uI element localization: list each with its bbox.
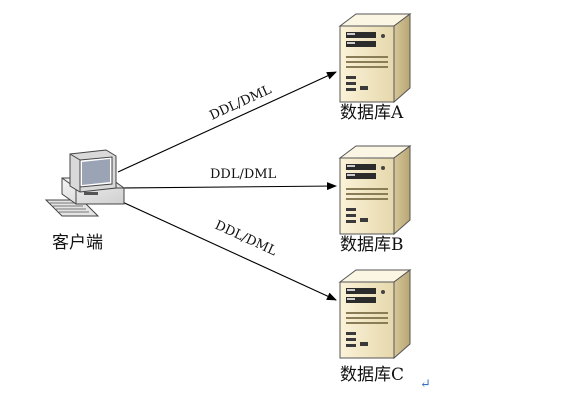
database-label-c: 数据库C [340, 365, 404, 385]
database-server-icon-a [339, 13, 411, 103]
edge-label-c: DDL/DML [212, 218, 279, 259]
edge-line-b [117, 182, 337, 191]
edge-label-a: DDL/DML [207, 82, 274, 123]
database-label-a: 数据库A [340, 103, 404, 123]
database-server-icon-b [339, 145, 411, 235]
database-server-icon-c [339, 269, 411, 359]
client-computer-icon [44, 149, 125, 217]
edge-line-a [117, 71, 337, 173]
connectors [117, 71, 337, 301]
edge-label-b: DDL/DML [210, 167, 277, 182]
client-label: 客户端 [52, 233, 103, 253]
database-label-b: 数据库B [340, 235, 404, 255]
paragraph-mark: ↵ [420, 377, 431, 392]
edge-line-c [117, 199, 337, 301]
